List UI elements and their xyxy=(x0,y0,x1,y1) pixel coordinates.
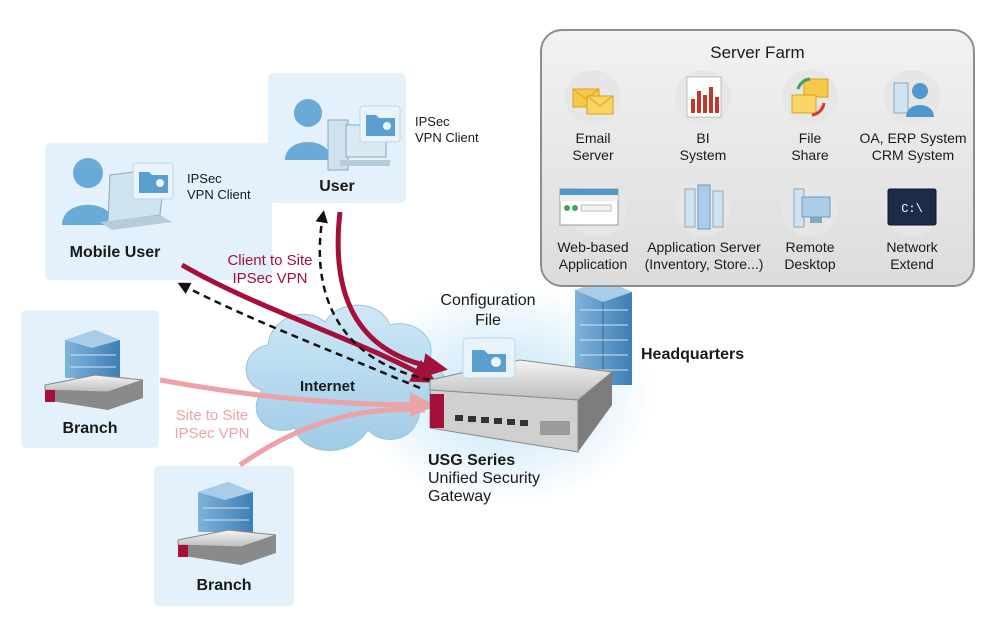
headquarters-building-icon xyxy=(575,280,632,385)
server-farm-panel: Server Farm Email Server BI System xyxy=(540,29,975,287)
terminal-glyph: C:\ xyxy=(901,202,923,216)
email-server-label-2: Server xyxy=(572,147,614,163)
branch-1-label: Branch xyxy=(62,420,118,437)
branch-2-label: Branch xyxy=(196,577,252,594)
bi-chart-icon xyxy=(675,70,731,124)
client-to-site-label: Client to Site IPSec VPN xyxy=(227,252,313,287)
network-extend-label-1: Network xyxy=(886,239,938,255)
bi-system-label-2: System xyxy=(679,147,727,163)
site-to-site-link-2 xyxy=(238,406,426,468)
monitor-icon xyxy=(782,181,838,237)
gateway-title: USG Series xyxy=(428,452,516,469)
email-icon xyxy=(565,70,621,124)
configuration-file-icon xyxy=(462,337,516,379)
gateway-subtitle-1: Unified Security xyxy=(428,470,541,487)
server-tower-icon xyxy=(675,181,731,237)
branch-1-device-icon xyxy=(44,374,144,410)
user-label: User xyxy=(319,178,355,195)
app-server-label-1: Application Server xyxy=(647,239,761,255)
site-to-site-link-1 xyxy=(159,377,435,418)
headquarters-label: Headquarters xyxy=(641,346,745,363)
client-to-site-link-user xyxy=(335,211,448,378)
oa-erp-label-1: OA, ERP System xyxy=(859,130,967,146)
configuration-file-label: Configuration File xyxy=(440,292,536,329)
server-farm-title: Server Farm xyxy=(710,43,805,62)
user-system-icon xyxy=(884,70,940,124)
remote-desktop-label-2: Desktop xyxy=(784,256,836,272)
user-vpn-client-label: IPSec VPN Client xyxy=(415,114,479,145)
app-server-label-2: (Inventory, Store...) xyxy=(644,256,764,272)
site-to-site-label: Site to Site IPSec VPN xyxy=(174,407,250,442)
gateway-label: USG Series Unified Security Gateway xyxy=(428,452,540,506)
bi-system-label-1: BI xyxy=(696,130,710,146)
web-app-label-2: Application xyxy=(558,256,628,272)
email-server-label-1: Email xyxy=(575,130,611,146)
remote-desktop-label-1: Remote xyxy=(785,239,835,255)
web-app-label-1: Web-based xyxy=(557,239,629,255)
branch-2-building-icon xyxy=(198,482,253,532)
oa-erp-label-2: CRM System xyxy=(871,147,955,163)
mobile-user-label: Mobile User xyxy=(69,244,161,261)
network-extend-label-2: Extend xyxy=(890,256,934,272)
web-browser-icon xyxy=(559,181,627,237)
internet-label: Internet xyxy=(300,378,356,395)
user-desktop-icon xyxy=(285,99,401,171)
client-to-site-link-mobile xyxy=(180,262,437,383)
branch-2-device-icon xyxy=(177,529,277,565)
config-return-path-user xyxy=(315,210,431,382)
file-share-label-1: File xyxy=(798,130,822,146)
branch-1-building-icon xyxy=(65,330,120,378)
file-share-label-2: Share xyxy=(791,147,829,163)
terminal-icon: C:\ xyxy=(884,181,940,237)
file-share-icon xyxy=(782,70,838,124)
gateway-subtitle-2: Gateway xyxy=(428,488,492,505)
config-return-path-mobile xyxy=(177,282,421,390)
mobile-vpn-client-label: IPSec VPN Client xyxy=(187,171,251,202)
mobile-user-icon xyxy=(62,158,174,230)
